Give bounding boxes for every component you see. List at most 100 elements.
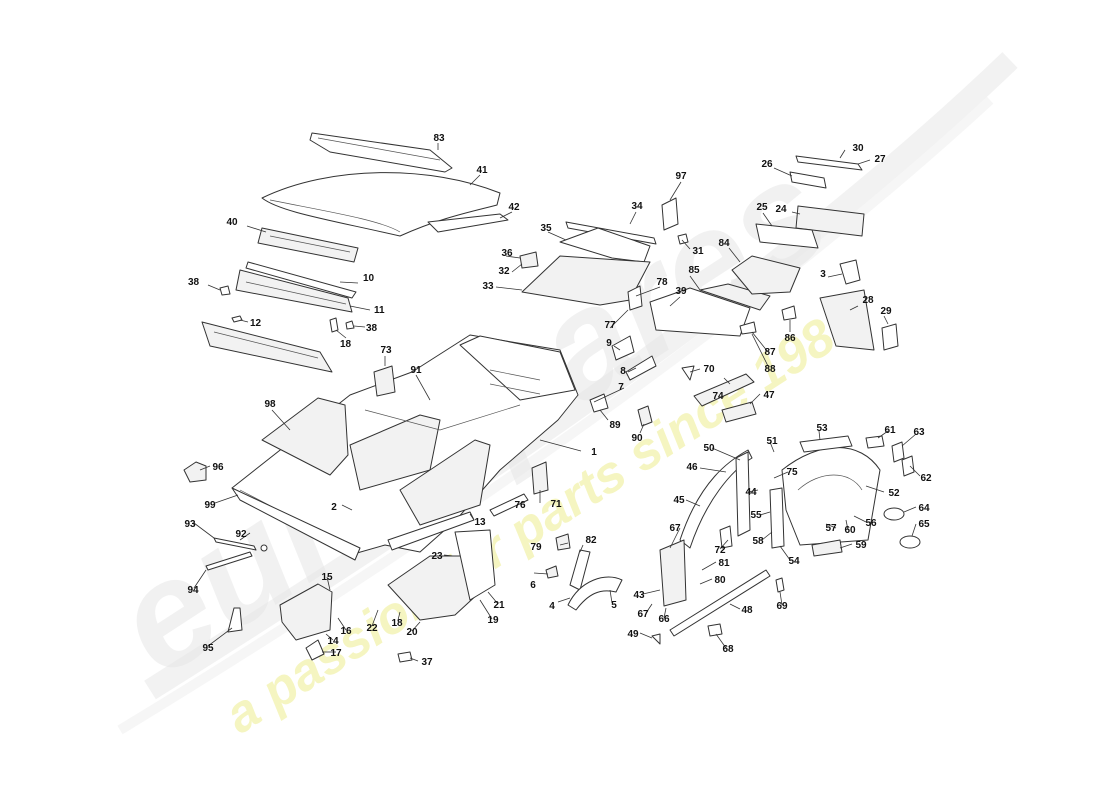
part-bracket-95	[227, 607, 243, 633]
label-88: 88	[764, 364, 776, 375]
label-66: 66	[658, 614, 670, 625]
part-bracket-97	[661, 197, 679, 231]
label-31: 31	[692, 246, 704, 257]
label-1: 1	[591, 447, 597, 458]
label-39: 39	[675, 286, 687, 297]
label-5: 5	[611, 600, 617, 611]
label-34: 34	[631, 201, 643, 212]
label-45: 45	[673, 495, 685, 506]
label-24: 24	[775, 204, 787, 215]
label-70: 70	[703, 364, 715, 375]
label-51: 51	[766, 436, 778, 447]
part-small-68	[707, 623, 723, 637]
label-68: 68	[722, 644, 734, 655]
part-small-38b	[345, 320, 355, 330]
label-7: 7	[618, 382, 624, 393]
label-3: 3	[820, 269, 826, 280]
label-61: 61	[884, 425, 896, 436]
label-53: 53	[816, 423, 828, 434]
part-link-94	[205, 551, 253, 571]
label-22: 22	[366, 623, 378, 634]
label-81: 81	[718, 558, 730, 569]
part-header-40	[257, 227, 359, 263]
part-bracket-96	[183, 461, 207, 483]
label-49: 49	[627, 629, 639, 640]
label-67a: 67	[669, 523, 681, 534]
part-wheelarch-19	[387, 529, 496, 621]
label-83: 83	[433, 133, 445, 144]
label-18a: 18	[340, 339, 352, 350]
part-rail-48	[669, 569, 771, 637]
label-6: 6	[530, 580, 536, 591]
label-84: 84	[718, 238, 730, 249]
label-46: 46	[686, 462, 698, 473]
label-87: 87	[764, 347, 776, 358]
label-20: 20	[406, 627, 418, 638]
part-bracket-26	[789, 171, 827, 189]
label-14: 14	[327, 636, 339, 647]
label-32: 32	[498, 266, 510, 277]
label-23: 23	[431, 551, 443, 562]
part-rail-53	[799, 435, 853, 453]
label-29: 29	[880, 306, 892, 317]
part-link-92	[213, 537, 268, 552]
label-44: 44	[745, 487, 757, 498]
part-small-49	[651, 633, 661, 645]
label-80: 80	[714, 575, 726, 586]
label-95: 95	[202, 643, 214, 654]
label-18b: 18	[391, 618, 403, 629]
label-62: 62	[920, 473, 932, 484]
part-small-70	[681, 365, 695, 381]
label-58: 58	[752, 536, 764, 547]
part-panel-24	[795, 205, 865, 237]
part-bracket-78	[627, 285, 643, 311]
part-panel-25	[755, 223, 819, 249]
label-72: 72	[714, 545, 726, 556]
part-pillar-50	[735, 451, 751, 537]
label-77: 77	[604, 320, 616, 331]
label-65: 65	[918, 519, 930, 530]
part-bracket-87	[739, 321, 757, 335]
part-rail-30-27	[795, 155, 863, 171]
label-82: 82	[585, 535, 597, 546]
label-40: 40	[226, 217, 238, 228]
label-60: 60	[844, 525, 856, 536]
part-inner-panel-43	[659, 539, 687, 607]
part-bracket-61-63	[865, 435, 905, 463]
label-37: 37	[421, 657, 433, 668]
label-63: 63	[913, 427, 925, 438]
label-35: 35	[540, 223, 552, 234]
label-28: 28	[862, 295, 874, 306]
part-small-12	[231, 315, 243, 323]
label-54: 54	[788, 556, 800, 567]
part-small-69	[775, 577, 785, 593]
part-rail-42	[427, 213, 509, 233]
label-10: 10	[363, 273, 375, 284]
label-92: 92	[235, 529, 247, 540]
part-beam-74	[693, 373, 755, 407]
part-rail-76	[489, 493, 529, 517]
part-small-6	[545, 565, 559, 579]
part-roof-rail-83	[309, 132, 453, 173]
part-bracket-62	[901, 455, 915, 477]
part-duct-14	[279, 583, 333, 641]
label-19: 19	[487, 615, 499, 626]
part-panel-58-54	[769, 487, 785, 549]
label-2: 2	[331, 502, 337, 513]
label-75: 75	[786, 467, 798, 478]
part-floor-crossmember	[201, 321, 333, 373]
label-74: 74	[712, 391, 724, 402]
label-50: 50	[703, 443, 715, 454]
label-97: 97	[675, 171, 687, 182]
part-panel-59	[811, 539, 843, 557]
label-47: 47	[763, 390, 775, 401]
label-11: 11	[374, 305, 385, 316]
label-94: 94	[187, 585, 199, 596]
part-bracket-3	[839, 259, 861, 285]
label-16: 16	[340, 626, 352, 637]
part-bracket-71	[531, 461, 549, 495]
label-67b: 67	[637, 609, 649, 620]
part-small-18	[329, 317, 339, 333]
part-crossmember-11	[235, 269, 353, 313]
label-9: 9	[606, 338, 612, 349]
